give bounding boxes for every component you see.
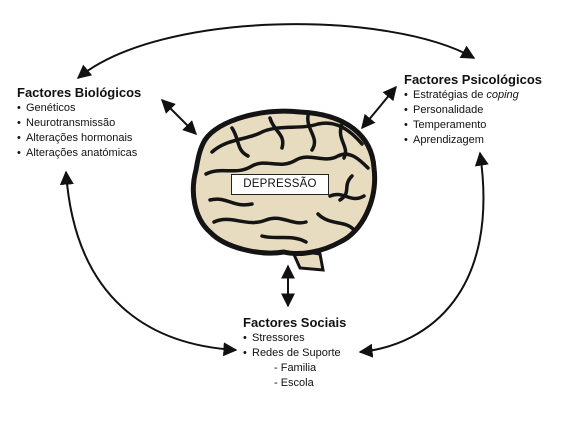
- arrow-psicologicos-brain: [361, 85, 397, 130]
- sociais-block: Factores Sociais Stressores Redes de Sup…: [243, 314, 346, 391]
- list-item: Stressores: [243, 331, 346, 346]
- arrow-biologicos-brain: [161, 99, 197, 135]
- biologicos-list: Genéticos Neurotransmissão Alterações ho…: [17, 101, 141, 161]
- sociais-title: Factores Sociais: [243, 315, 347, 330]
- list-subitem: - Familia: [274, 362, 317, 374]
- list-item: Genéticos: [17, 101, 141, 116]
- list-item: Estratégias de coping: [404, 88, 542, 103]
- list-item: Alterações anatómicas: [17, 146, 141, 161]
- center-label: DEPRESSÃO: [231, 174, 329, 195]
- psicologicos-block: Factores Psicológicos Estratégias de cop…: [404, 71, 542, 148]
- arrow-psicologicos-sociais: [358, 151, 489, 358]
- list-subitem: - Escola: [274, 377, 314, 389]
- arrow-biologicos-sociais: [59, 170, 238, 357]
- arrow-biologicos-psicologicos: [76, 23, 476, 79]
- list-item: Redes de Suporte: [243, 346, 346, 361]
- list-item: Alterações hormonais: [17, 131, 141, 146]
- sociais-sublist: - Familia - Escola: [243, 361, 346, 391]
- list-item: Temperamento: [404, 118, 542, 133]
- psicologicos-list: Estratégias de coping Personalidade Temp…: [404, 88, 542, 148]
- biologicos-title: Factores Biológicos: [17, 85, 142, 100]
- list-item: Aprendizagem: [404, 133, 542, 148]
- psicologicos-title: Factores Psicológicos: [404, 72, 542, 87]
- list-item: Personalidade: [404, 103, 542, 118]
- sociais-list: Stressores Redes de Suporte: [243, 331, 346, 361]
- list-item: Neurotransmissão: [17, 116, 141, 131]
- biologicos-block: Factores Biológicos Genéticos Neurotrans…: [17, 84, 141, 161]
- coping-emphasis: coping: [486, 89, 519, 101]
